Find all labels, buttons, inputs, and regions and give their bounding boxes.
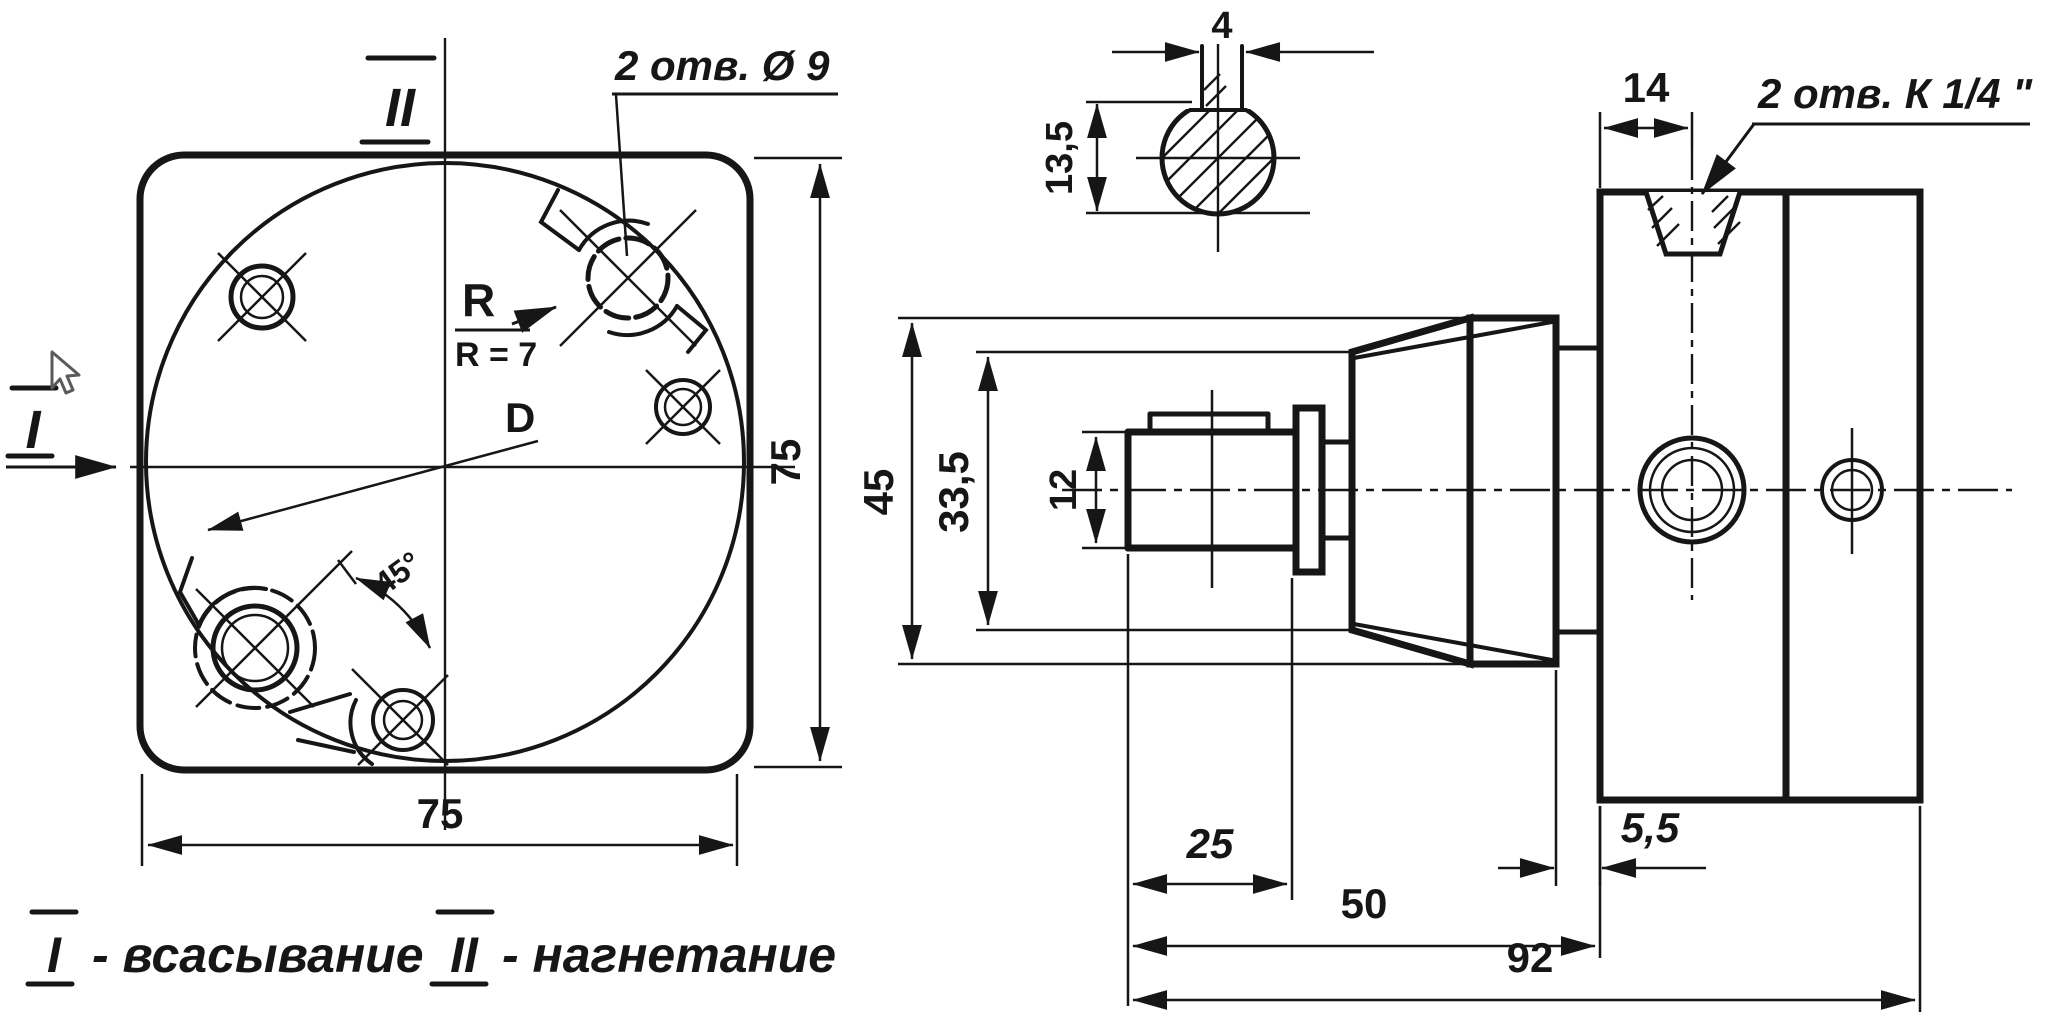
flange-block [1596,188,1924,804]
dim-height-value: 75 [762,439,809,486]
legend-ii-symbol: II [450,927,479,983]
holes-note-label: 2 отв. Ø 9 [614,42,830,89]
holes-note-leader [614,94,629,257]
dim-92: 92 [1132,806,1922,1012]
dim-55-value: 5,5 [1621,804,1680,851]
radius-value-label: R = 7 [455,336,537,374]
section-i-text: I [25,400,41,460]
dim-key-width-value: 4 [1211,5,1232,47]
slot-arc-bottom [607,304,679,338]
dim-25: 25 [1126,554,1294,1006]
radius-symbol-label: R [462,274,495,326]
dim-14: 14 [1598,64,1694,188]
dim-45-value: 45 [855,469,902,516]
dim-25-value: 25 [1186,820,1234,867]
dim-50: 50 [1132,806,1602,958]
bolt-hole-upper-left [217,252,307,342]
dim-12: 12 [1043,430,1126,550]
dim-14-value: 14 [1623,64,1670,111]
section-label-i: I [5,385,117,479]
dim-45: 45 [855,316,1468,666]
diameter-arrow [207,439,539,532]
slot-edge-2 [296,738,356,754]
mouse-cursor-icon [50,350,81,395]
side-view: 45 33,5 12 14 2 отв. К 1/4 " [855,64,2033,1012]
radius-leader-arrow [511,305,557,333]
slot-tail-top [538,188,581,252]
dim-335: 33,5 [930,350,1350,632]
dim-335-value: 33,5 [930,451,977,533]
slot-edge-1 [288,692,352,714]
legend-i-text: - всасывание [92,927,424,983]
legend: I - всасывание II - нагнетание [25,909,836,987]
dim-height-75: 75 [754,156,842,769]
legend-ii-text: - нагнетание [502,927,836,983]
front-view: 2 отв. Ø 9 R R = 7 D 45° 75 75 [5,38,842,866]
dim-key-width-4: 4 [1112,5,1374,62]
ports-note-leader [1700,123,1756,195]
slot-arc-top [197,585,268,627]
slot-tail-top [177,556,201,627]
flange-outline [136,151,754,774]
ports-note-label: 2 отв. К 1/4 " [1757,70,2033,117]
shaft-cross-section: 4 13,5 [1039,5,1374,252]
bolt-hole-right [645,369,721,445]
cone-chamfer-bottom [1352,622,1554,662]
dim-50-value: 50 [1341,880,1388,927]
cone-chamfer-top [1352,320,1554,360]
legend-i-symbol: I [47,927,62,983]
dim-flat-height-value: 13,5 [1039,121,1081,195]
slot-arc-top [577,218,650,252]
dim-width-value: 75 [417,790,464,837]
port-hole-lower-left [177,550,356,754]
diameter-label: D [505,394,535,441]
bolt-hole-bottom [348,668,449,766]
ports-note: 2 отв. К 1/4 " [1700,70,2033,195]
dim-12-value: 12 [1043,469,1085,511]
slot-arc-left [348,698,374,766]
section-ii-text: II [385,78,416,138]
section-label-ii: II [359,55,437,145]
dim-flat-height-135: 13,5 [1039,100,1310,215]
slot-tail-bottom [675,304,709,354]
dim-55: 5,5 [1498,670,1706,886]
port-hole-upper-right [538,188,709,354]
dim-92-value: 92 [1507,934,1554,981]
angle-dimension: 45° [337,544,432,649]
angle-value-label: 45° [367,544,427,602]
dim-width-75: 75 [140,774,739,866]
